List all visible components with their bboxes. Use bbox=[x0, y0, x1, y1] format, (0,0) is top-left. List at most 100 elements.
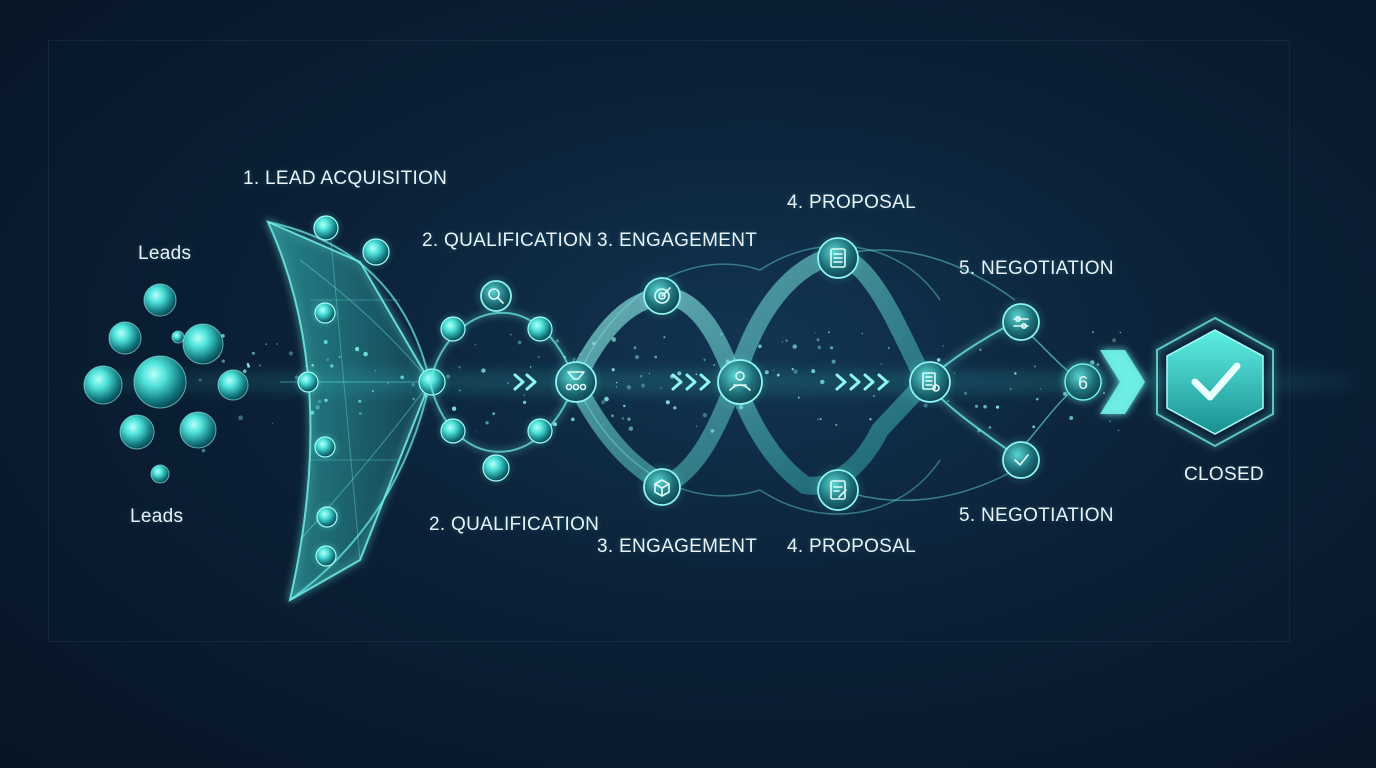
sparkle bbox=[627, 417, 631, 421]
sparkle bbox=[1009, 387, 1012, 391]
sparkle bbox=[1014, 372, 1017, 375]
sparkle bbox=[677, 371, 682, 376]
funnel-node bbox=[308, 210, 344, 246]
funnel-nodes bbox=[292, 210, 451, 572]
funnel-node bbox=[310, 540, 342, 572]
funnel-node bbox=[309, 297, 341, 329]
sparkle bbox=[601, 400, 606, 405]
sparkle bbox=[201, 448, 206, 453]
check-icon bbox=[995, 434, 1047, 486]
sparkle bbox=[785, 339, 788, 342]
sparkle bbox=[828, 331, 830, 334]
sparkle bbox=[275, 343, 278, 345]
sparkle bbox=[529, 366, 532, 368]
target-icon bbox=[636, 270, 688, 322]
lead-bubble bbox=[119, 414, 155, 450]
qualification-node bbox=[477, 449, 515, 487]
sparkle bbox=[695, 373, 698, 376]
magnifier-icon bbox=[473, 273, 519, 319]
funnel-node bbox=[357, 233, 395, 271]
engagement-label-bottom: 3. ENGAGEMENT bbox=[597, 536, 758, 557]
qualification-node bbox=[522, 413, 558, 449]
sparkle bbox=[781, 341, 784, 343]
sparkle bbox=[793, 369, 798, 374]
sparkle bbox=[639, 374, 643, 378]
sparkle bbox=[660, 387, 662, 389]
sparkle bbox=[665, 400, 670, 405]
sparkle bbox=[811, 369, 816, 374]
sparkle bbox=[198, 378, 202, 382]
sparkle bbox=[246, 362, 250, 366]
sparkle bbox=[964, 391, 968, 395]
sparkle bbox=[621, 417, 625, 420]
lead-bubble bbox=[179, 411, 217, 449]
sparkle bbox=[221, 359, 225, 363]
box-icon bbox=[636, 461, 688, 513]
sparkle bbox=[817, 345, 822, 350]
sparkle bbox=[702, 412, 708, 418]
qualification-label-bottom: 2. QUALIFICATION bbox=[429, 514, 600, 535]
sparkle bbox=[238, 415, 243, 421]
stage-nodes bbox=[473, 230, 1047, 518]
sparkle bbox=[995, 405, 1000, 409]
sparkle bbox=[251, 351, 255, 355]
handshake-icon bbox=[710, 352, 770, 412]
step-six-label: 6 bbox=[1078, 373, 1088, 393]
sparkle bbox=[1096, 363, 1100, 366]
closed-arrow bbox=[1100, 350, 1145, 414]
sparkle bbox=[634, 355, 640, 360]
sparkle bbox=[887, 347, 890, 349]
sparkle bbox=[522, 400, 527, 405]
sparkle bbox=[1117, 429, 1120, 432]
step-six-node: 6 bbox=[1064, 363, 1102, 401]
sparkle bbox=[831, 359, 836, 364]
sparkle bbox=[1036, 397, 1039, 401]
document-list-icon bbox=[902, 354, 958, 410]
sparkle bbox=[474, 343, 477, 346]
sparkle bbox=[872, 394, 875, 397]
sparkle bbox=[1102, 391, 1106, 395]
sparkle bbox=[641, 383, 645, 388]
sparkle bbox=[713, 364, 716, 366]
lead-bubble bbox=[143, 283, 177, 317]
sparkle bbox=[1091, 331, 1095, 334]
sparkle bbox=[611, 414, 614, 418]
sparkle bbox=[648, 372, 651, 375]
sparkle bbox=[792, 344, 797, 349]
funnel-node bbox=[413, 363, 451, 401]
sparkle bbox=[797, 396, 800, 399]
contract-icon bbox=[810, 462, 866, 518]
flow-chevron bbox=[849, 373, 861, 391]
sparkle bbox=[265, 343, 268, 345]
sparkle bbox=[628, 426, 634, 431]
sparkle bbox=[861, 332, 864, 335]
sparkle bbox=[816, 338, 820, 342]
sparkle bbox=[259, 364, 262, 367]
funnel-people-icon bbox=[548, 354, 604, 410]
sparkle bbox=[979, 348, 982, 352]
sparkle bbox=[555, 339, 559, 343]
leads-label-bottom: Leads bbox=[130, 506, 184, 527]
background-frame bbox=[48, 40, 1290, 642]
flow-chevron bbox=[685, 373, 697, 391]
proposal-label-bottom: 4. PROPOSAL bbox=[787, 536, 916, 557]
lead-bubble bbox=[83, 365, 123, 405]
sparkle bbox=[1090, 360, 1095, 365]
closed-check-icon bbox=[1191, 362, 1241, 401]
sparkle bbox=[537, 356, 540, 359]
flow-chevrons bbox=[513, 373, 889, 391]
sparkle bbox=[819, 417, 822, 421]
closed-badge bbox=[1156, 316, 1274, 448]
lead-bubbles bbox=[83, 283, 249, 484]
sparkle bbox=[880, 363, 883, 365]
sparkle bbox=[1112, 338, 1117, 343]
sparkle bbox=[626, 385, 632, 390]
sparkle bbox=[288, 351, 293, 356]
sparkle bbox=[481, 368, 486, 373]
flow-chevron bbox=[513, 373, 525, 391]
sparkle bbox=[615, 386, 618, 388]
flow-chevron bbox=[835, 373, 847, 391]
sparkle bbox=[517, 340, 522, 345]
leads-label-top: Leads bbox=[138, 243, 192, 264]
